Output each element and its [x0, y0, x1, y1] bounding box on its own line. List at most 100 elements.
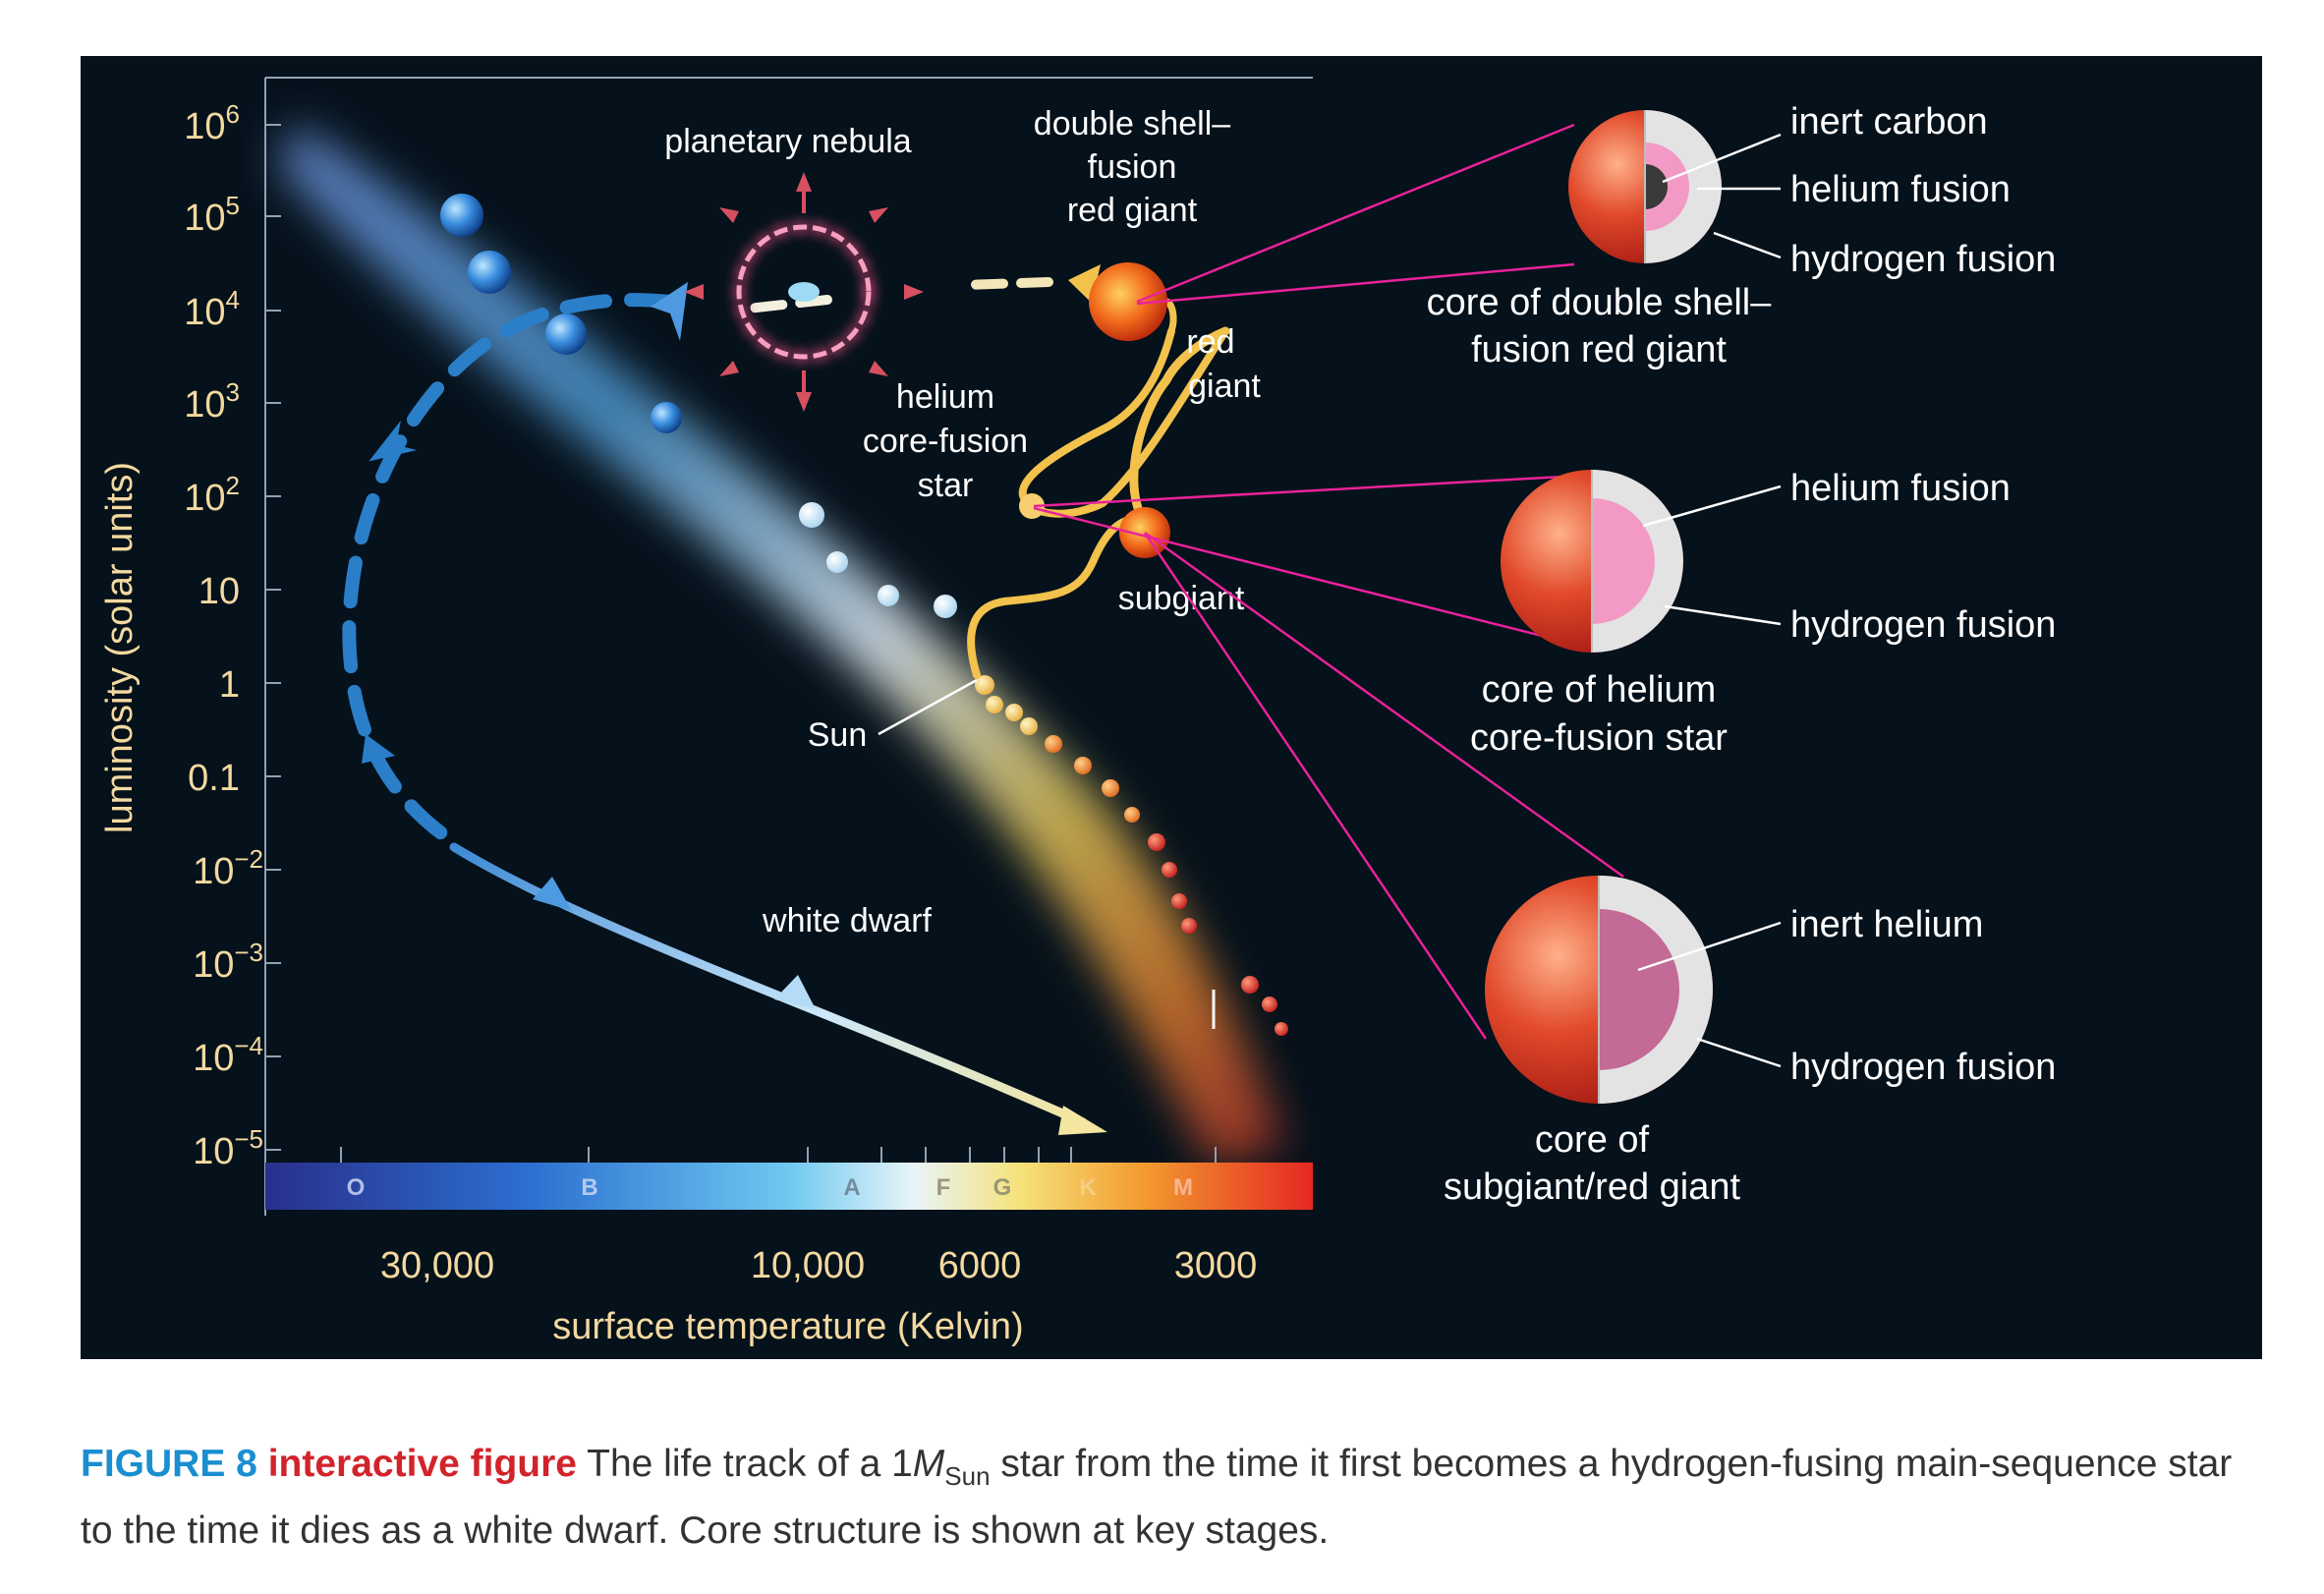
ms-star [878, 585, 899, 606]
pointer-hydrogen-fusion [1664, 604, 1782, 626]
y-tick-label: 105 [184, 191, 240, 239]
y-tick-label: 10−4 [193, 1031, 263, 1079]
ms-star [1262, 996, 1277, 1012]
ms-star [440, 194, 483, 237]
ms-star [1148, 833, 1165, 851]
interactive-figure-link[interactable]: interactive figure [267, 1443, 577, 1485]
label-double-shell-line3: red giant [1067, 192, 1198, 229]
y-axis-label: luminosity (solar units) [99, 462, 141, 833]
layer-label: helium fusion [1790, 468, 2011, 509]
track-wd-arrow-2 [774, 975, 816, 1009]
label-helium-core-line2: core-fusion [863, 423, 1028, 460]
ms-star [1005, 704, 1023, 721]
ms-star [799, 502, 824, 528]
hr-plot: 106 105 104 103 102 10 1 0.1 10−2 10−3 1… [99, 77, 1313, 1347]
y-tick-label: 104 [184, 285, 240, 333]
ms-star [975, 675, 994, 695]
main-sequence-band [277, 125, 1284, 1167]
spectral-class-b: B [581, 1174, 597, 1201]
helium-core-fusion-star [1019, 493, 1045, 519]
core-title-line1: core of helium [1482, 669, 1717, 711]
ms-star [1124, 807, 1140, 823]
layer-label: inert carbon [1790, 101, 1988, 142]
track-dashed-nebula-to-core [734, 295, 832, 314]
hr-diagram-figure: 106 105 104 103 102 10 1 0.1 10−2 10−3 1… [99, 77, 2057, 1347]
track-blue-arrowhead-top [651, 282, 688, 341]
ms-star [1045, 735, 1062, 753]
leader-double-shell-top [1136, 123, 1575, 304]
y-tick-label: 103 [184, 377, 240, 426]
pointer-hydrogen-fusion [1713, 231, 1782, 259]
inert-helium-layer [1599, 909, 1679, 1070]
pointer-helium-fusion [1642, 484, 1782, 528]
ms-star [651, 402, 682, 433]
track-to-double-shell [1162, 298, 1177, 335]
spectral-class-o: O [347, 1174, 366, 1201]
core-title-line2: subgiant/red giant [1444, 1167, 1741, 1208]
x-tick-label: 3000 [1174, 1245, 1258, 1286]
layer-label: hydrogen fusion [1790, 239, 2056, 280]
figure-number: FIGURE 8 [81, 1443, 257, 1485]
spectral-tick-marks [340, 1147, 1217, 1163]
core-title-line2: core-fusion star [1470, 717, 1728, 759]
track-wd-arrowhead-end [1058, 1106, 1107, 1135]
spectral-class-bar [265, 1163, 1313, 1210]
track-dashed-to-nebula [960, 277, 1053, 290]
label-helium-core-line3: star [918, 467, 974, 504]
ms-star [934, 595, 957, 618]
x-tick-labels: 30,000 10,000 6000 3000 [380, 1245, 1257, 1286]
pointer-hydrogen-fusion [1696, 1037, 1782, 1068]
x-axis-label: surface temperature (Kelvin) [552, 1306, 1023, 1347]
label-sun: Sun [808, 716, 868, 754]
track-blue-arrowhead-lower [362, 734, 395, 764]
label-double-shell-line2: fusion [1088, 148, 1177, 186]
leader-helium-core-top [1033, 474, 1582, 508]
core-title-line1: core of double shell– [1427, 282, 1773, 323]
main-sequence-stars [440, 194, 1288, 1036]
y-tick-label: 106 [184, 99, 240, 147]
spectral-class-a: A [843, 1174, 860, 1201]
leader-subgiant-bottom [1143, 532, 1488, 1040]
y-tick-label: 10−2 [193, 844, 263, 892]
y-tick-label: 10−3 [193, 938, 263, 986]
core-subgiant-red-giant: inert helium hydrogen fusion core of sub… [1444, 876, 2056, 1208]
figure-panel: 106 105 104 103 102 10 1 0.1 10−2 10−3 1… [81, 56, 2262, 1359]
nebula-rays [684, 172, 924, 412]
leader-lines [1033, 123, 1624, 1040]
layer-label: hydrogen fusion [1790, 1047, 2056, 1088]
x-tick-label: 30,000 [380, 1245, 494, 1286]
layer-label: hydrogen fusion [1790, 604, 2056, 646]
ms-star [468, 251, 511, 294]
helium-fusion-layer [1592, 498, 1655, 624]
ms-star [1181, 918, 1197, 934]
track-wd-arrow-1 [533, 877, 572, 911]
layer-label: inert helium [1790, 904, 1983, 945]
x-tick-label: 6000 [938, 1245, 1022, 1286]
core-double-shell: inert carbon helium fusion hydrogen fusi… [1427, 101, 2057, 370]
track-sun-to-subgiant [967, 514, 1146, 679]
planetary-nebula [684, 172, 924, 412]
label-red-giant-line2: giant [1188, 368, 1261, 405]
x-tick-label: 10,000 [751, 1245, 865, 1286]
core-title-line1: core of [1535, 1119, 1650, 1161]
ms-star [1102, 779, 1119, 797]
y-tick-label: 0.1 [188, 758, 240, 799]
double-shell-red-giant-star [1089, 262, 1167, 341]
nebula-ring [736, 224, 872, 360]
ms-star [1241, 976, 1259, 994]
y-tick-label: 10 [198, 571, 240, 612]
ms-star [1020, 717, 1038, 735]
y-tick-labels: 106 105 104 103 102 10 1 0.1 10−2 10−3 1… [184, 99, 263, 1172]
label-planetary-nebula: planetary nebula [664, 123, 912, 160]
track-subgiant-to-red-giant [1129, 326, 1230, 523]
y-tick-label: 1 [219, 664, 240, 706]
spectral-class-m: M [1173, 1174, 1193, 1201]
pointer-inert-helium [1637, 921, 1782, 972]
label-red-giant-line1: red [1186, 323, 1234, 361]
spectral-class-labels: O B A F G K M [347, 1174, 1193, 1201]
sun-pointer-line [878, 678, 978, 736]
pointer-inert-carbon [1662, 133, 1782, 184]
track-white-dwarf-cooling [449, 842, 1088, 1127]
leader-double-shell-bottom [1136, 262, 1575, 306]
ms-star [986, 696, 1003, 713]
